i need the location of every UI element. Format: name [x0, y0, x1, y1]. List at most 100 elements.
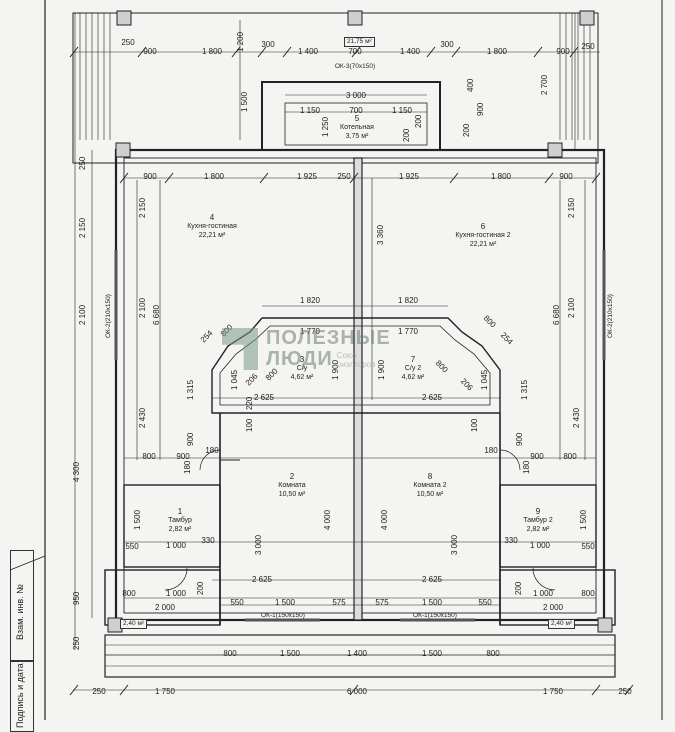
dim-label: 1 800 — [490, 172, 512, 181]
dim-label: 330 — [201, 536, 215, 545]
dim-label: 400 — [466, 78, 475, 92]
dim-label: 2 430 — [138, 407, 147, 428]
dim-label: 900 — [143, 172, 157, 181]
dim-label: 900 — [476, 102, 485, 116]
dim-label: 900 — [530, 452, 544, 461]
dim-label: 4 300 — [72, 461, 81, 482]
dim-label: 900 — [556, 47, 570, 56]
dim-label: 250 — [618, 687, 632, 696]
dim-label: 1 800 — [201, 47, 223, 56]
dim-label: 3 360 — [376, 224, 385, 245]
dim-label: 1 500 — [421, 649, 443, 658]
dim-label: 6 680 — [152, 304, 161, 325]
top-terrace — [72, 12, 599, 164]
dim-label: 1 770 — [299, 327, 321, 336]
dim-label: 575 — [332, 598, 346, 607]
window-label-left: ОК-2(210х150) — [105, 294, 112, 338]
dim-label: 1 750 — [154, 687, 176, 696]
replacement-inventory-box — [10, 550, 34, 662]
room-6: 6 Кухня-гостиная 2 22,21 м² — [455, 222, 510, 249]
room-8: 8 Комната 2 10,50 м² — [413, 472, 446, 499]
dim-label: 1 000 — [532, 589, 554, 598]
dim-label: 250 — [121, 38, 135, 47]
dim-label: 4 000 — [380, 509, 389, 530]
dim-label: 2 100 — [567, 297, 576, 318]
room-number: 1 — [177, 507, 183, 516]
dim-label: 800 — [563, 452, 577, 461]
dim-label: 1 800 — [486, 47, 508, 56]
dim-label: 1 500 — [274, 598, 296, 607]
room-number: 9 — [535, 507, 541, 516]
dim-label: 6 000 — [346, 687, 368, 696]
dim-label: 1 045 — [480, 369, 489, 390]
dim-label: 180 — [484, 446, 498, 455]
room-name: Тамбур 2 — [523, 517, 553, 524]
room-number: 6 — [480, 222, 486, 231]
dim-label: 800 — [142, 452, 156, 461]
dim-label: 2 150 — [78, 217, 87, 238]
dim-label: 1 400 — [399, 47, 421, 56]
watermark: ПОЛЕЗНЫЕ ЛЮДИ Союз риэлторов — [222, 328, 391, 370]
dim-label: 900 — [143, 47, 157, 56]
dim-label: 1 000 — [165, 589, 187, 598]
dim-label: 1 750 — [542, 687, 564, 696]
dim-label: 550 — [125, 542, 139, 551]
dim-label: 330 — [504, 536, 518, 545]
dim-label: 100 — [470, 418, 479, 432]
dim-label: 250 — [92, 687, 106, 696]
bottom-left-area-box: 2,40 м² — [120, 619, 148, 629]
room-number: 2 — [289, 472, 295, 481]
dim-label: 700 — [348, 47, 362, 56]
window-label-right: ОК-2(210х150) — [607, 294, 614, 338]
dim-label: 300 — [261, 40, 275, 49]
dim-label: 1 800 — [203, 172, 225, 181]
dim-label: 2 000 — [154, 603, 176, 612]
top-area-box: 21,75 м² — [344, 37, 375, 47]
dim-label: 1 925 — [296, 172, 318, 181]
dim-label: 2 625 — [421, 393, 443, 402]
dim-label: 1 500 — [279, 649, 301, 658]
dim-label: 550 — [478, 598, 492, 607]
dim-label: 1 150 — [391, 106, 413, 115]
room-area: 10,50 м² — [278, 491, 306, 498]
room-name: Тамбур — [168, 517, 192, 524]
dim-label: 1 500 — [579, 509, 588, 530]
dim-label: 2 625 — [251, 575, 273, 584]
room-4: 4 Кухня-гостиная 22,21 м² — [187, 213, 237, 240]
room-2: 2 Комната 10,50 м² — [278, 472, 305, 499]
room-area: 4,62 м² — [401, 374, 425, 381]
dim-label: 900 — [559, 172, 573, 181]
dim-label: 250 — [337, 172, 351, 181]
watermark-logo — [222, 328, 258, 370]
dim-label: 2 700 — [540, 74, 549, 95]
room-name: С/у — [296, 365, 308, 372]
room-area: 22,21 м² — [469, 241, 497, 248]
dim-label: 300 — [440, 40, 454, 49]
dim-label: 1 045 — [230, 369, 239, 390]
dim-label: 250 — [581, 42, 595, 51]
dim-label: 1 315 — [520, 379, 529, 400]
room-number: 3 — [299, 355, 305, 364]
dim-label: 200 — [414, 114, 423, 128]
room-area: 4,62 м² — [290, 374, 314, 381]
dim-label: 1 250 — [321, 116, 330, 137]
dim-label: 200 — [196, 581, 205, 595]
dim-label: 2 100 — [78, 304, 87, 325]
dim-label: 950 — [72, 591, 81, 605]
watermark-title-1: ПОЛЕЗНЫЕ — [266, 327, 391, 349]
bottom-right-area-box: 2,40 м² — [548, 619, 576, 629]
party-wall — [353, 157, 363, 621]
dim-label: 1 000 — [529, 541, 551, 550]
dim-label: 1 400 — [346, 649, 368, 658]
dim-label: 3 000 — [254, 534, 263, 555]
watermark-sub-2: риэлторов — [336, 359, 376, 369]
dim-label: 2 150 — [567, 197, 576, 218]
dim-label: 100 — [245, 418, 254, 432]
dim-label: 6 680 — [552, 304, 561, 325]
room-area: 22,21 м² — [198, 232, 226, 239]
dim-label: 200 — [514, 581, 523, 595]
room-9: 9 Тамбур 2 2,82 м² — [523, 507, 553, 534]
dim-label: 1 315 — [186, 379, 195, 400]
window-label-bottom-left: ОК-1(150х150) — [261, 612, 305, 619]
